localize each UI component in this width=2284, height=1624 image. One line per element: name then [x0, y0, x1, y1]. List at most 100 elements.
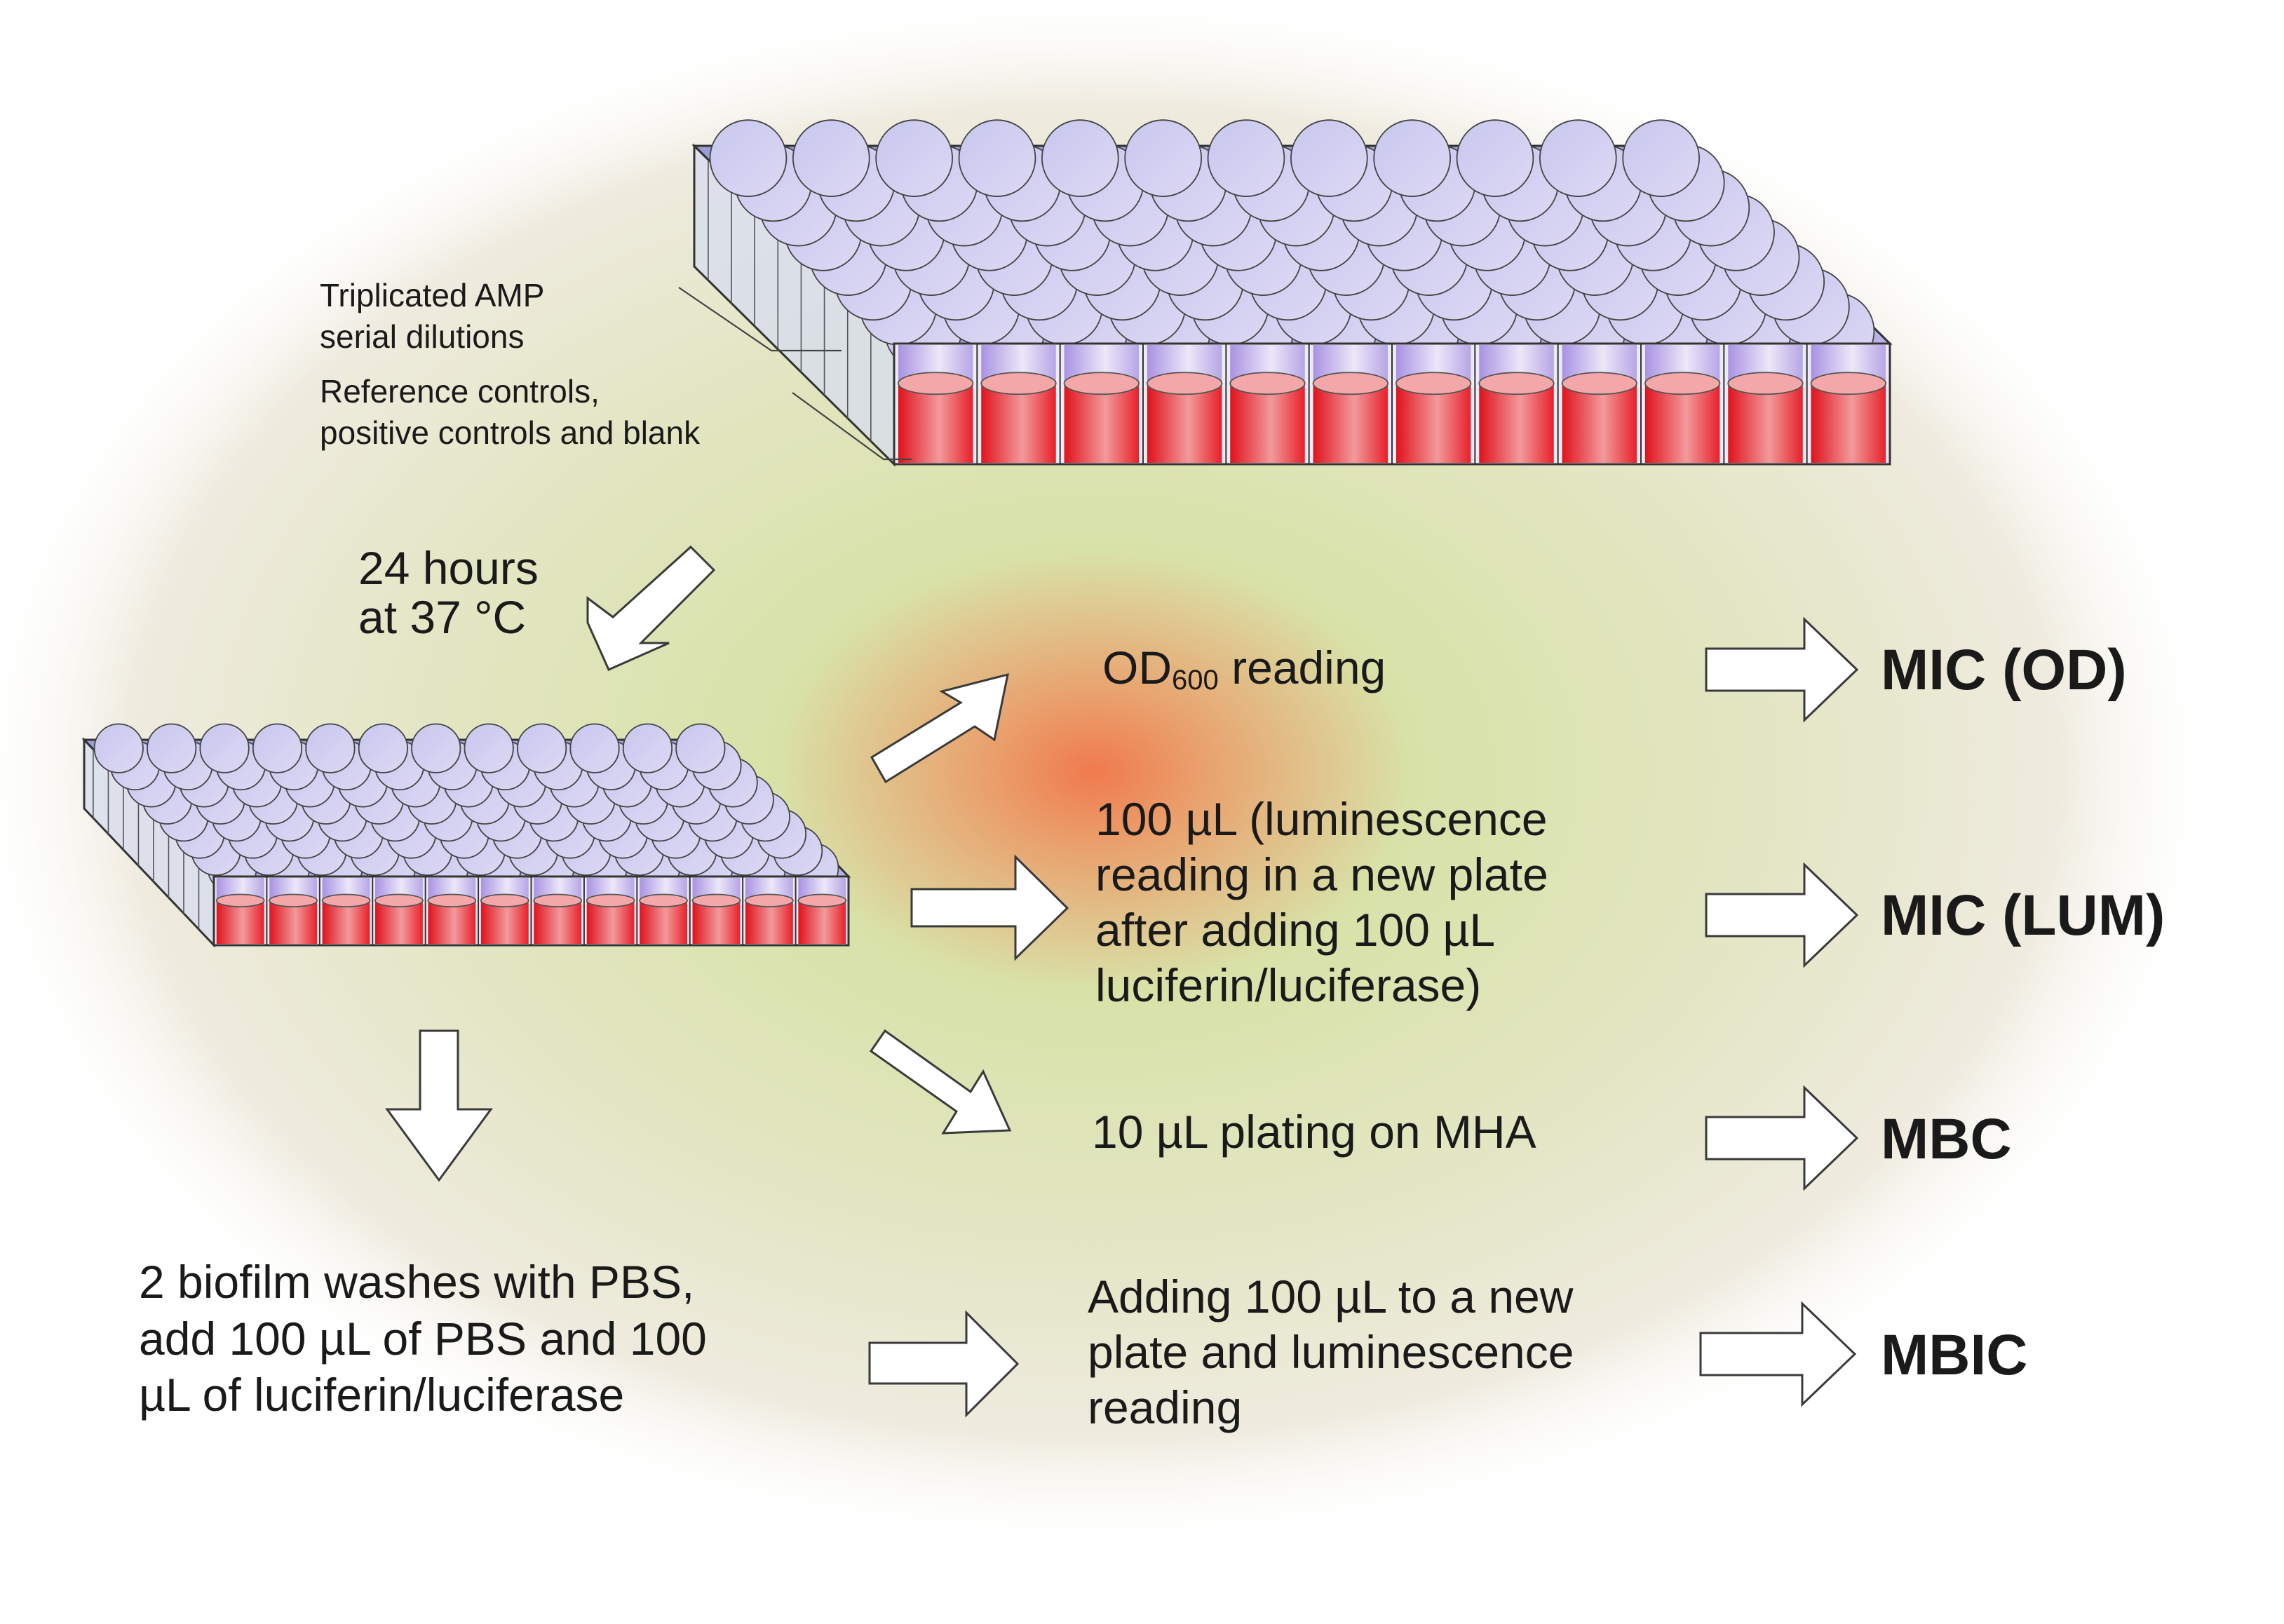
well-front-lower — [898, 383, 973, 463]
well-meniscus — [480, 893, 529, 908]
well-meniscus — [321, 893, 371, 908]
well-top — [675, 723, 726, 773]
microplate-small — [81, 723, 851, 948]
well-front-lower — [1313, 383, 1388, 463]
well-meniscus — [1229, 372, 1306, 395]
well-front-lower — [375, 900, 423, 944]
well-meniscus — [427, 893, 477, 908]
arrow-down-wash — [385, 1029, 493, 1182]
well-top — [1290, 119, 1368, 197]
od-reading-label: OD600 reading — [1102, 642, 1386, 696]
well-front-lower — [269, 900, 318, 944]
well-meniscus — [215, 893, 265, 908]
well-top — [875, 119, 953, 197]
well-top — [147, 723, 197, 773]
output-mic-od: MIC (OD) — [1881, 638, 2127, 702]
well-meniscus — [533, 893, 583, 908]
arrow-out-mic-lum — [1705, 862, 1859, 968]
well-top — [1041, 119, 1119, 197]
plating-label: 10 µL plating on MHA — [1092, 1106, 1536, 1158]
well-top — [1539, 119, 1617, 197]
dilutions-label: Triplicated AMP serial dilutions — [320, 277, 553, 355]
controls-bracket — [792, 392, 912, 461]
luminescence-label: 100 µL (luminescence reading in a new pl… — [1095, 793, 1561, 1011]
well-top — [517, 723, 567, 773]
well-top — [358, 723, 408, 773]
plate-front-outline — [212, 875, 850, 947]
well-front-lower — [1147, 383, 1222, 463]
well-top — [305, 723, 356, 773]
well-top — [252, 723, 303, 773]
controls-label: Reference controls, positive controls an… — [320, 373, 701, 451]
microplate-large — [691, 119, 1893, 467]
well-top — [709, 119, 788, 197]
well-meniscus — [1147, 372, 1223, 395]
well-front-lower — [1728, 383, 1803, 463]
output-mbc: MBC — [1881, 1107, 2012, 1171]
arrow-to-od — [870, 672, 1009, 784]
well-front-lower — [322, 900, 370, 944]
well-meniscus — [745, 893, 794, 908]
well-meniscus — [1396, 372, 1472, 395]
well-meniscus — [269, 893, 318, 908]
well-front-lower — [534, 900, 582, 944]
incubation-arrow — [586, 545, 716, 671]
arrow-out-mbic — [1699, 1301, 1857, 1407]
well-front-lower — [745, 900, 793, 944]
well-front-lower — [692, 900, 741, 944]
well-meniscus — [1063, 372, 1140, 395]
well-meniscus — [691, 893, 741, 908]
dilutions-bracket — [678, 287, 842, 352]
biofilm-wash-label: 2 biofilm washes with PBS, add 100 µL of… — [139, 1256, 719, 1421]
well-front-lower — [1562, 383, 1637, 463]
well-front-lower — [640, 900, 687, 944]
arrow-to-luminescence — [910, 854, 1069, 961]
well-meniscus — [1644, 372, 1721, 395]
well-front-lower — [428, 900, 476, 944]
well-top — [569, 723, 620, 773]
output-mic-lum: MIC (LUM) — [1881, 884, 2165, 947]
well-meniscus — [586, 893, 635, 908]
well-top — [1124, 119, 1202, 197]
well-meniscus — [639, 893, 688, 908]
well-front-lower — [1811, 383, 1886, 463]
well-top — [622, 723, 673, 773]
well-top — [464, 723, 514, 773]
well-meniscus — [898, 372, 974, 395]
incubation-label: 24 hours at 37 °C — [358, 542, 551, 643]
well-top — [1456, 119, 1534, 197]
well-top — [199, 723, 250, 773]
plate-front-outline — [893, 342, 1891, 466]
well-top — [1373, 119, 1451, 197]
well-meniscus — [1561, 372, 1637, 395]
well-top — [792, 119, 870, 197]
well-top — [411, 723, 461, 773]
well-top — [1207, 119, 1285, 197]
well-front-lower — [981, 383, 1056, 463]
biofilm-read-label: Adding 100 µL to a new plate and lumines… — [1088, 1271, 1587, 1433]
well-front-lower — [1479, 383, 1554, 463]
arrow-to-biofilm-read — [868, 1310, 1020, 1418]
well-front-lower — [586, 900, 635, 944]
well-top — [1622, 119, 1700, 197]
well-front-lower — [1230, 383, 1305, 463]
arrow-out-mic-od — [1705, 616, 1859, 723]
well-top — [93, 723, 144, 773]
well-front-lower — [1644, 383, 1720, 463]
well-meniscus — [797, 893, 847, 908]
arrow-to-plating — [869, 1029, 1012, 1135]
well-meniscus — [1478, 372, 1555, 395]
well-meniscus — [374, 893, 424, 908]
well-front-lower — [1064, 383, 1140, 463]
well-meniscus — [980, 372, 1057, 395]
well-front-lower — [216, 900, 264, 944]
well-meniscus — [1727, 372, 1804, 395]
well-meniscus — [1810, 372, 1886, 395]
well-front-lower — [798, 900, 846, 944]
well-top — [958, 119, 1036, 197]
well-front-lower — [1396, 383, 1471, 463]
arrow-out-mbc — [1705, 1085, 1859, 1191]
output-mbic: MBIC — [1881, 1323, 2028, 1387]
